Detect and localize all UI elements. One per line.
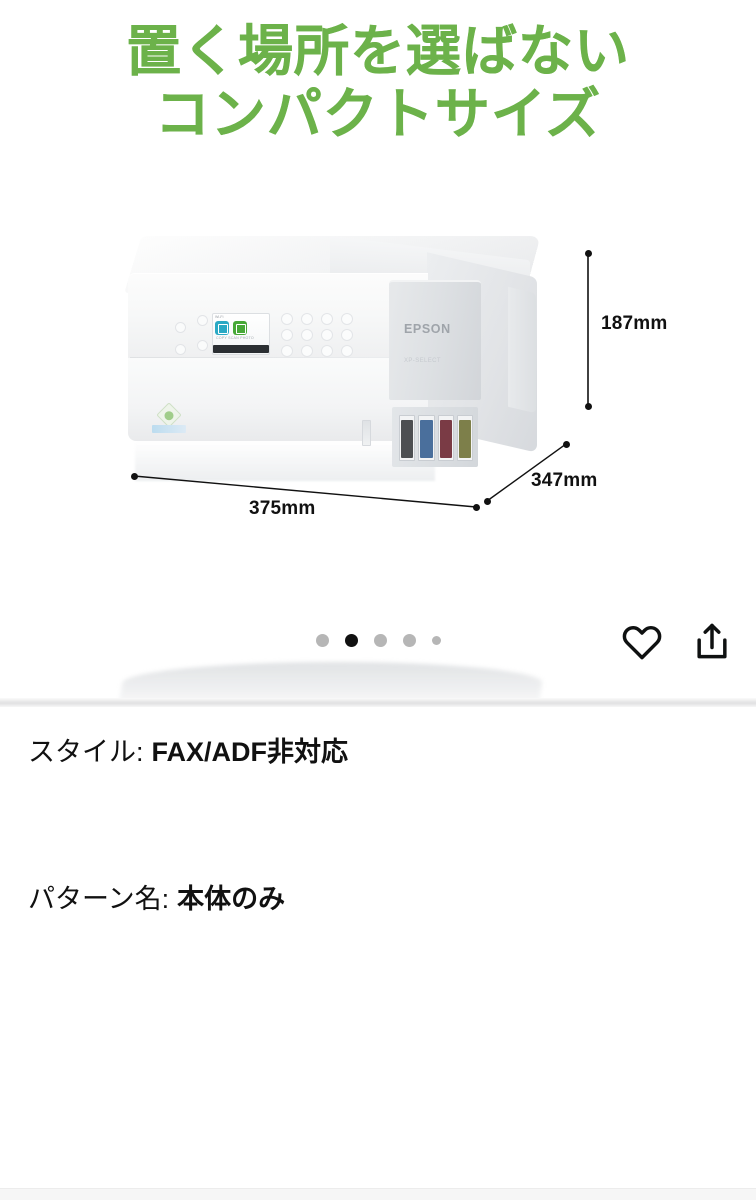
lcd-scan-tile-icon [233,321,247,335]
share-icon [697,623,727,659]
pattern-selector-label: パターン名:本体のみ [28,877,285,916]
power-button-icon [175,322,186,333]
printer-keypad [281,313,353,357]
epson-brand-label: EPSON [404,322,451,336]
carousel-dots[interactable] [0,625,756,655]
lcd-status-text: Wi-Fi [215,315,224,319]
lcd-copy-tile-icon [215,321,229,335]
heart-icon [622,625,662,660]
keypad-key-4 [341,313,353,325]
printer-illustration [0,210,756,700]
keypad-key-10 [301,345,313,357]
ink-tank-m: M [437,415,454,461]
printer-side-edge [508,286,536,414]
promo-headline-line2: コンパクトサイズ [154,83,602,146]
lcd-function-tiles [215,321,247,335]
printer-front-upper [128,273,428,363]
lcd-status-bar [213,345,269,353]
ink-tank-bk: BK [399,415,416,461]
pattern-label-value: 本体のみ [177,884,286,914]
carousel-dot-2[interactable] [344,633,358,647]
ink-tank-group: BK C M Y [399,415,473,461]
product-options-section: スタイル:FAX/ADF非対応 FAX/ADF非対応 FAX/ADF対応 パター… [0,707,756,1200]
lcd-menu-text: COPY SCAN PHOTO [216,336,254,340]
printer-body [0,210,756,540]
epson-model-label: XP-SELECT [404,358,441,364]
keypad-key-8 [341,329,353,341]
style-label-key: スタイル: [28,737,144,767]
promo-headline-line1: 置く場所を選ばない [125,20,630,82]
product-image-carousel[interactable]: 置く場所を選ばない コンパクトサイズ EPSON XP-SELECT Wi-Fi [0,0,756,700]
carousel-dot-1[interactable] [315,633,329,647]
keypad-key-3 [321,313,333,325]
bottom-edge-strip [0,1188,756,1200]
help-button-icon [197,340,208,351]
keypad-key-12 [341,345,353,357]
keypad-key-7 [321,329,333,341]
ink-tank-tower [389,280,481,400]
carousel-dot-3[interactable] [373,633,387,647]
home-button-icon [197,315,208,326]
section-divider [0,698,756,707]
eco-label-strip [152,425,186,433]
back-button-icon [175,344,186,355]
paper-output-slot [362,420,371,446]
keypad-key-11 [321,345,333,357]
style-selector-label: スタイル:FAX/ADF非対応 [28,730,348,769]
share-button[interactable] [690,620,734,664]
printer-floor-shadow [114,662,546,700]
promo-headline: 置く場所を選ばない コンパクトサイズ [0,20,756,146]
keypad-key-2 [301,313,313,325]
carousel-dot-4[interactable] [402,633,416,647]
ink-tank-y: Y [456,415,473,461]
keypad-key-5 [281,329,293,341]
pattern-label-key: パターン名: [28,884,170,914]
keypad-key-1 [281,313,293,325]
keypad-key-6 [301,329,313,341]
style-label-value: FAX/ADF非対応 [151,737,349,767]
ink-tank-c: C [418,415,435,461]
keypad-key-9 [281,345,293,357]
printer-reflection [135,441,435,481]
carousel-dot-5[interactable] [431,635,441,645]
favorite-button[interactable] [620,620,664,664]
